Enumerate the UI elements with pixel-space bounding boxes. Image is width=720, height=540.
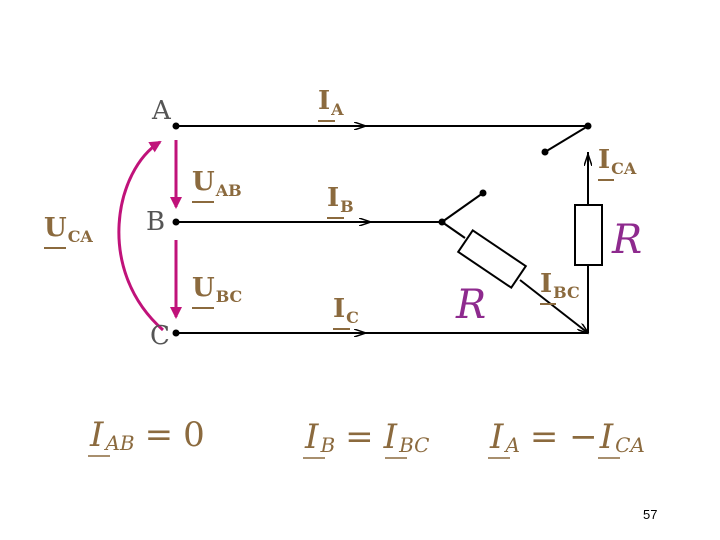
svg-text:IA= −ICA: IA= −ICA [489,417,645,457]
voltage-arrows [117,140,182,332]
resistor-bc [456,228,528,290]
switch-ca [544,125,589,153]
svg-text:IBC: IBC [540,269,580,302]
resistor-label-ca: R [611,217,642,263]
node-switch-b-dot [479,189,487,197]
node-switch-top-dot [584,122,592,130]
current-arrows [295,126,588,333]
current-label-ia: IA [318,86,344,122]
current-label-ib: IB [327,183,354,219]
node-switch-ca-dot [541,148,549,156]
node-label-b: B [146,207,165,237]
node-a-dot [172,122,180,130]
wire-bc-left [441,221,466,239]
wire-bc-right [519,279,588,333]
svg-text:UAB: UAB [192,167,242,200]
node-c-dot [172,329,180,337]
nodes [172,122,592,337]
page-number: 57 [643,507,657,522]
svg-text:IC: IC [333,294,359,327]
uca-arrow [117,140,164,332]
node-label-c: C [150,321,170,351]
svg-text:UBC: UBC [192,273,242,306]
svg-text:IB=IBC: IB=IBC [304,417,429,457]
svg-text:IB: IB [327,183,354,216]
svg-text:ICA: ICA [598,145,637,178]
voltage-label-uca: UCA [44,213,93,249]
svg-text:UCA: UCA [44,213,93,246]
current-label-ic: IC [333,294,359,330]
svg-text:IA: IA [318,86,344,119]
voltage-label-uab: UAB [192,167,242,203]
node-b-dot [172,218,180,226]
node-label-a: A [151,96,172,126]
current-label-ibc: IBC [540,269,580,305]
svg-text:IAB=0: IAB=0 [89,415,205,455]
switch-b [441,192,484,223]
voltage-label-ubc: UBC [192,273,242,309]
resistor-ca [574,204,603,266]
current-label-ica: ICA [598,145,637,181]
node-junction-dot [438,218,446,226]
resistor-label-bc: R [455,282,486,328]
